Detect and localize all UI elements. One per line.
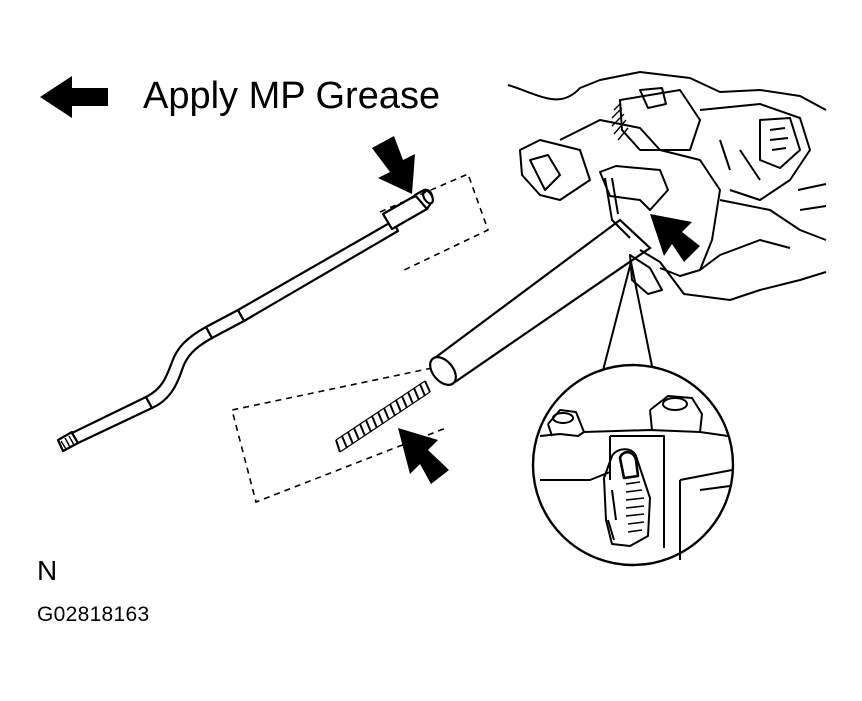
spring [335, 380, 431, 453]
detail-view-content [539, 395, 733, 560]
bracket-assembly [507, 71, 827, 301]
dashed-callout-rod [379, 172, 489, 273]
detail-view [531, 363, 735, 567]
grease-point-arrow-tube [650, 214, 700, 262]
figure-code: G02818163 [37, 603, 150, 626]
shift-rod [56, 188, 435, 453]
view-label: N [37, 555, 58, 586]
grease-point-arrow-spring [398, 428, 449, 484]
legend-label: Apply MP Grease [143, 75, 441, 117]
detail-leader [599, 261, 655, 383]
left-arrow-icon [40, 76, 108, 118]
dashed-callout-spring [231, 367, 447, 504]
grease-point-arrow-rod [372, 136, 415, 194]
tube [429, 218, 652, 386]
